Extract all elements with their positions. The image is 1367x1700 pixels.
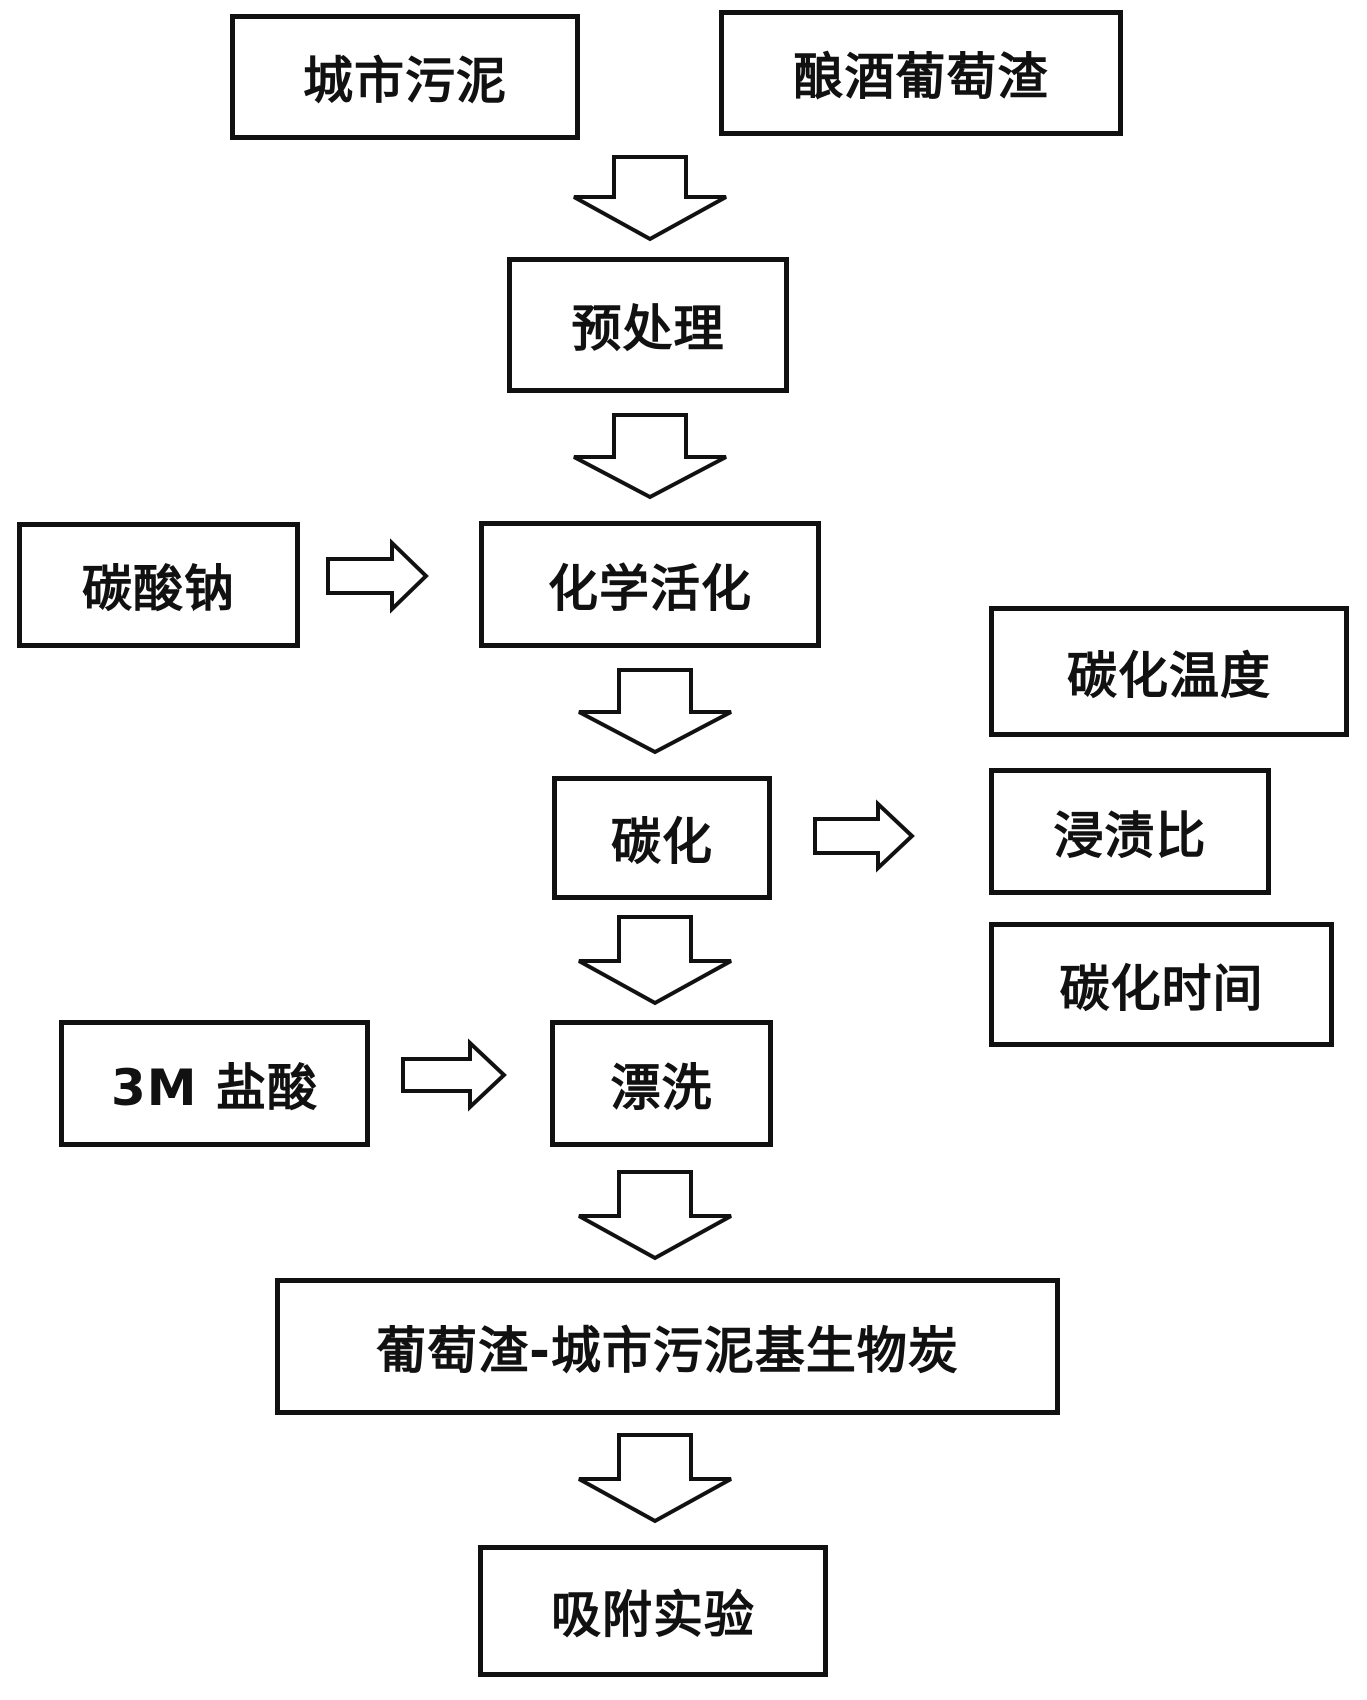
down-arrow (578, 668, 732, 755)
down-arrow (573, 413, 727, 500)
node-rinsing: 漂洗 (550, 1020, 773, 1147)
node-label: 酿酒葡萄渣 (793, 48, 1049, 106)
node-municipal-sludge: 城市污泥 (230, 14, 580, 140)
node-label: 葡萄渣-城市污泥基生物炭 (376, 1321, 959, 1380)
node-chemical-activation: 化学活化 (479, 521, 821, 648)
right-arrow (401, 1038, 507, 1112)
node-label: 吸附实验 (551, 1586, 755, 1644)
node-grape-pomace: 酿酒葡萄渣 (719, 10, 1123, 136)
node-sodium-carbonate: 碳酸钠 (17, 522, 300, 648)
node-label: 化学活化 (548, 559, 752, 618)
node-label: 漂洗 (610, 1058, 713, 1117)
down-arrow (578, 915, 732, 1006)
node-carbonization-time: 碳化时间 (989, 922, 1334, 1047)
node-label: 浸渍比 (1053, 806, 1207, 865)
node-label: 碳化温度 (1067, 646, 1271, 705)
node-label: 碳化 (611, 813, 713, 871)
node-biochar-product: 葡萄渣-城市污泥基生物炭 (275, 1278, 1060, 1415)
down-arrow (578, 1433, 732, 1524)
node-label: 碳酸钠 (82, 560, 235, 618)
right-arrow (326, 538, 429, 614)
right-arrow (813, 799, 915, 873)
node-label: 预处理 (571, 300, 725, 358)
node-carbonization: 碳化 (552, 776, 772, 900)
down-arrow (573, 155, 727, 242)
node-adsorption-experiment: 吸附实验 (478, 1545, 828, 1677)
node-carbonization-temperature: 碳化温度 (989, 606, 1349, 737)
node-label: 碳化时间 (1059, 959, 1264, 1018)
node-pretreatment: 预处理 (507, 257, 789, 393)
node-label: 3M 盐酸 (111, 1058, 318, 1117)
node-hydrochloric-acid: 3M 盐酸 (59, 1020, 370, 1147)
node-label: 城市污泥 (303, 52, 507, 110)
down-arrow (578, 1170, 732, 1261)
node-impregnation-ratio: 浸渍比 (989, 768, 1271, 895)
